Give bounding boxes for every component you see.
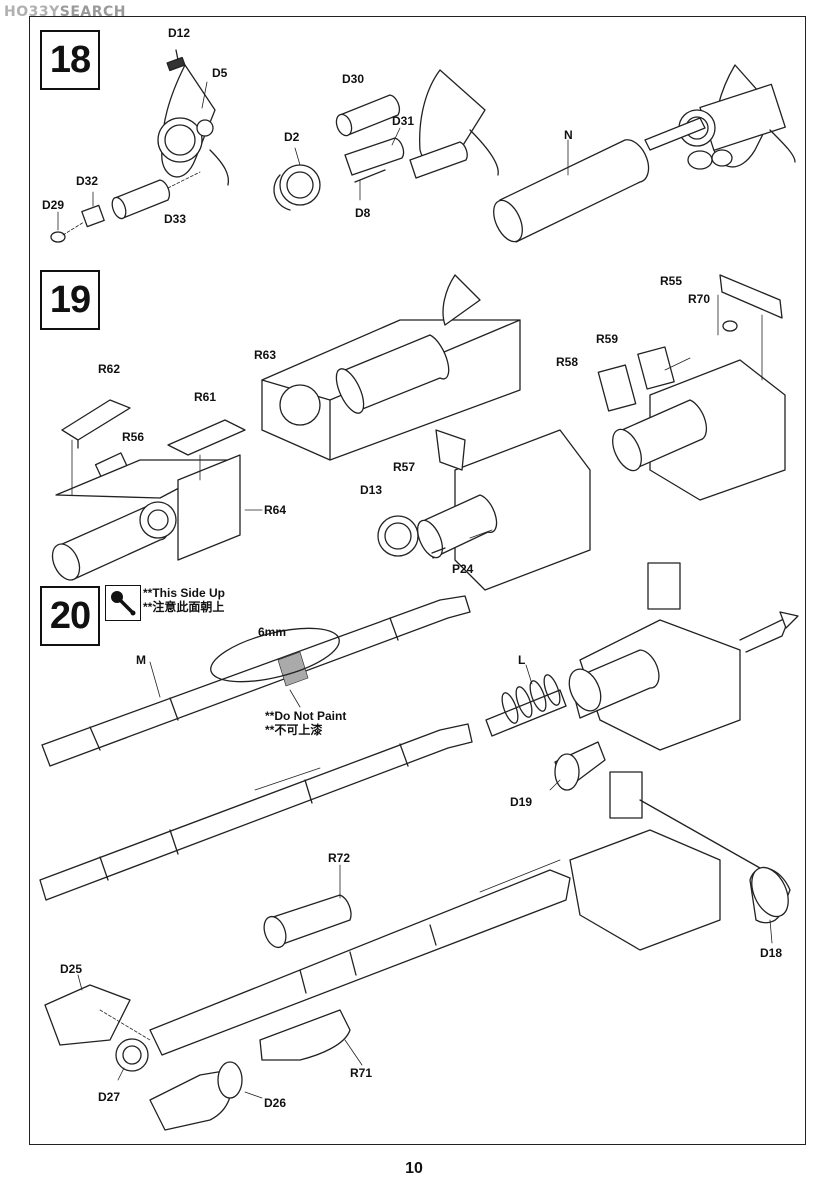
part-label-r64: R64 bbox=[264, 503, 287, 517]
part-label-r63: R63 bbox=[254, 348, 277, 362]
part-label-r55: R55 bbox=[660, 274, 683, 288]
note-this-side-up-cn: **注意此面朝上 bbox=[143, 600, 225, 614]
part-label-r72: R72 bbox=[328, 851, 351, 865]
part-label-m: M bbox=[136, 653, 146, 667]
part-label-d5: D5 bbox=[212, 66, 228, 80]
part-label-p24: P24 bbox=[452, 562, 474, 576]
note-do-not-paint-cn: **不可上漆 bbox=[265, 723, 323, 737]
part-label-d33: D33 bbox=[164, 212, 187, 226]
part-label-d31: D31 bbox=[392, 114, 415, 128]
part-label-d19: D19 bbox=[510, 795, 533, 809]
part-label-d30: D30 bbox=[342, 72, 365, 86]
step18-artwork bbox=[50, 49, 796, 243]
part-label-r58: R58 bbox=[556, 355, 579, 369]
part-label-d32: D32 bbox=[76, 174, 99, 188]
part-label-d27: D27 bbox=[98, 1090, 121, 1104]
part-label-d12: D12 bbox=[168, 26, 191, 40]
part-label-r62: R62 bbox=[98, 362, 121, 376]
part-label-r56: R56 bbox=[122, 430, 145, 444]
note-do-not-paint-en: **Do Not Paint bbox=[265, 709, 347, 723]
part-label-d25: D25 bbox=[60, 962, 83, 976]
part-label-d29: D29 bbox=[42, 198, 65, 212]
part-label-d26: D26 bbox=[264, 1096, 287, 1110]
step-20-number: 20 bbox=[40, 586, 100, 646]
part-label-r59: R59 bbox=[596, 332, 619, 346]
part-label-d18: D18 bbox=[760, 946, 783, 960]
step-19-number: 19 bbox=[40, 270, 100, 330]
note-this-side-up-en: **This Side Up bbox=[143, 586, 226, 600]
part-label-d13: D13 bbox=[360, 483, 383, 497]
note-this-side-up: **This Side Up **注意此面朝上 bbox=[143, 586, 225, 614]
part-label-d8: D8 bbox=[355, 206, 371, 220]
paint-brush-icon bbox=[105, 585, 141, 621]
note-do-not-paint: **Do Not Paint **不可上漆 bbox=[265, 709, 346, 737]
step19-artwork bbox=[51, 274, 786, 591]
page-number: 10 bbox=[405, 1160, 423, 1177]
part-label-r61: R61 bbox=[194, 390, 217, 404]
part-label-r70: R70 bbox=[688, 292, 711, 306]
measure-label: 6mm bbox=[258, 625, 287, 639]
part-label-r57: R57 bbox=[393, 460, 416, 474]
part-label-d2: D2 bbox=[284, 130, 300, 144]
step-18-number: 18 bbox=[40, 30, 100, 90]
step20-artwork bbox=[39, 562, 799, 1131]
part-label-l: L bbox=[518, 653, 526, 667]
instruction-frame bbox=[29, 16, 806, 1145]
part-label-n: N bbox=[564, 128, 573, 142]
part-label-r71: R71 bbox=[350, 1066, 373, 1080]
